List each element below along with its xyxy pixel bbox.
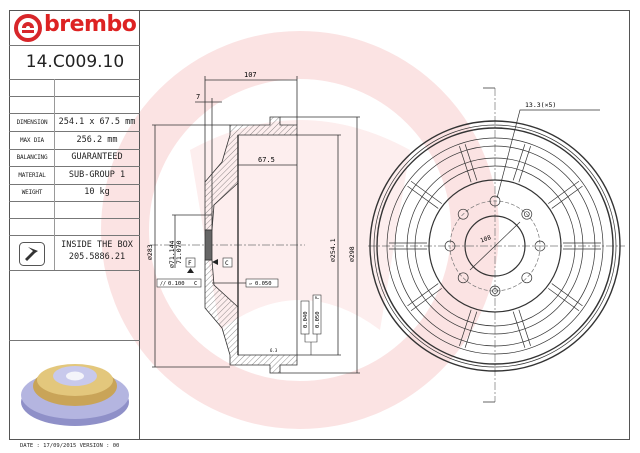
spec-value-material: SUB-GROUP 1	[68, 170, 126, 180]
spec-label-balancing: BALANCING	[16, 154, 48, 161]
screw-hole	[492, 288, 498, 294]
svg-text:F: F	[315, 296, 321, 299]
bolt-hole	[489, 195, 501, 207]
bolt-hole	[534, 240, 546, 252]
sheet-border	[9, 10, 630, 440]
bolt-hole	[489, 285, 501, 297]
rib-line	[518, 146, 531, 183]
dim-flange: 7	[196, 93, 200, 101]
screw-icon	[19, 242, 45, 266]
rib-line	[410, 288, 442, 312]
spec-value-weight: 10 kg	[84, 187, 110, 197]
spec-value-dimension: 254.1 x 67.5 mm	[58, 117, 136, 127]
dim-inner-depth: 67.5	[258, 156, 275, 164]
svg-text:0.100: 0.100	[168, 281, 185, 287]
svg-text:0.050: 0.050	[315, 311, 321, 328]
datum-c: C	[225, 260, 229, 267]
tolerance-runout-c: // 0.100 C	[156, 278, 202, 288]
brand-name: brembo	[44, 12, 137, 37]
date-version: DATE : 17/09/2015 VERSION : 00	[20, 443, 120, 449]
inside-box-code: 205.5886.21	[68, 252, 126, 262]
rib-line	[459, 309, 472, 346]
surface-finish: 6.3	[270, 348, 278, 353]
bolt-hole	[457, 272, 469, 284]
spec-label-material: MATERIAL	[18, 172, 46, 179]
bolt-hole	[457, 208, 469, 220]
rib-line	[551, 283, 583, 307]
svg-text:▱: ▱	[249, 281, 252, 287]
rib-line	[464, 144, 478, 181]
bolt-hole	[521, 208, 533, 220]
drum-3d-render	[21, 364, 129, 426]
dim-overall-width: 107	[244, 71, 257, 79]
dim-bore-dia: ∅254.1	[329, 238, 337, 262]
spec-label-dimension: DIMENSION	[16, 119, 48, 126]
svg-text://: //	[160, 281, 166, 287]
svg-text:0.040: 0.040	[303, 311, 309, 328]
rib-line	[459, 146, 472, 183]
rib-line	[407, 283, 439, 307]
screw-hole	[523, 211, 530, 218]
tolerance-flatness: ▱ 0.050	[245, 278, 279, 288]
rib-line	[518, 309, 531, 346]
bolt-hole	[444, 240, 456, 252]
rib-line	[410, 180, 442, 204]
rib-line	[407, 185, 439, 209]
dim-outer-dia: ∅283	[146, 244, 154, 260]
rib-line	[548, 288, 580, 312]
rib-line	[512, 311, 526, 348]
brembo-logo-icon	[14, 14, 42, 42]
rib-line	[551, 185, 583, 209]
part-number: 14.C009.10	[25, 52, 125, 72]
inside-box-title: INSIDE THE BOX	[61, 240, 133, 250]
svg-text:0.050: 0.050	[255, 281, 272, 287]
spec-label-max-dia: MAX DIA	[20, 137, 44, 144]
rib-line	[512, 144, 526, 181]
dim-hub-dia-lower: 71.070	[175, 240, 183, 264]
svg-text:C: C	[194, 281, 197, 287]
spec-value-balancing: GUARANTEED	[71, 152, 123, 162]
datum-f: F	[188, 260, 192, 267]
bolt-hole	[521, 272, 533, 284]
rib-line	[548, 180, 580, 204]
dim-holes: 13.3(×5)	[525, 101, 556, 109]
spec-value-max-dia: 256.2 mm	[76, 135, 118, 145]
dim-bolt-circle: 108	[479, 234, 492, 244]
rib-line	[464, 311, 478, 348]
dim-hub-dia-upper: ∅71.144	[168, 241, 176, 268]
info-panel	[9, 10, 140, 440]
spec-label-weight: WEIGHT	[21, 189, 43, 196]
dim-max-dia: ∅298	[348, 246, 356, 262]
